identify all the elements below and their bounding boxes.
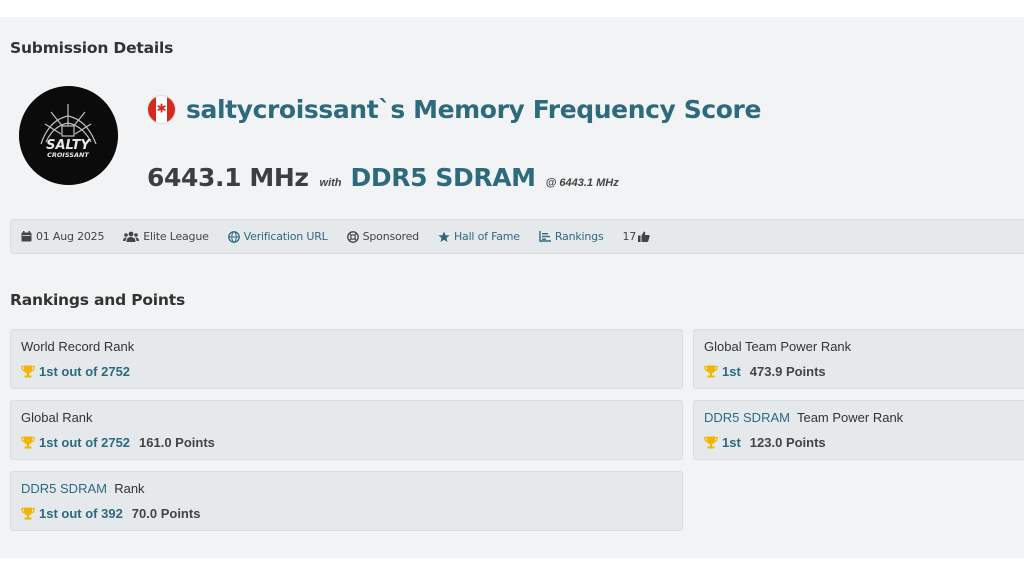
- sponsored-text: Sponsored: [362, 230, 420, 243]
- card-value: 1st out of 2752: [21, 364, 672, 379]
- card-label-text: Rank: [114, 481, 145, 496]
- verification-url-link[interactable]: Verification URL: [227, 230, 328, 243]
- date-item: 01 Aug 2025: [21, 230, 104, 243]
- at-frequency: @ 6443.1 MHz: [545, 177, 619, 189]
- with-label: with: [319, 177, 342, 189]
- salty-croissant-logo: SALTY CROISSANT: [19, 86, 118, 185]
- rank-link[interactable]: 1st out of 2752: [39, 435, 131, 450]
- world-record-rank-card: World Record Rank 1st out of 2752: [10, 329, 683, 389]
- card-label: Global Team Power Rank: [704, 339, 1017, 357]
- hardware-link[interactable]: DDR5 SDRAM: [350, 163, 536, 192]
- hall-of-fame-link[interactable]: Hall of Fame: [438, 230, 520, 243]
- card-value: 1st out of 2752 161.0 Points: [21, 435, 672, 450]
- card-label: Global Rank: [21, 410, 672, 428]
- rankings-text: Rankings: [554, 230, 604, 243]
- likes-item[interactable]: 17: [622, 230, 654, 243]
- users-icon: [123, 231, 140, 242]
- hardware-link[interactable]: DDR5 SDRAM: [21, 481, 107, 496]
- points-value: 473.9 Points: [749, 364, 826, 379]
- calendar-icon: [21, 231, 32, 242]
- score-row: 6443.1 MHz with DDR5 SDRAM @ 6443.1 MHz: [147, 163, 619, 192]
- rank-link[interactable]: 1st out of 2752: [39, 364, 131, 379]
- rank-link[interactable]: 1st out of 392: [39, 506, 123, 521]
- avatar-text-2: CROISSANT: [47, 151, 89, 159]
- section-title-submission: Submission Details: [10, 39, 174, 57]
- global-team-power-rank-card: Global Team Power Rank 1st 473.9 Points: [693, 329, 1024, 389]
- sponsored-icon: [346, 230, 359, 243]
- rankings-link[interactable]: Rankings: [539, 230, 604, 243]
- rank-link[interactable]: 1st: [722, 435, 741, 450]
- info-bar: 01 Aug 2025 Elite League Verification UR…: [10, 219, 1024, 254]
- star-icon: [438, 231, 450, 243]
- trophy-icon: [21, 365, 35, 378]
- card-label: World Record Rank: [21, 339, 672, 357]
- likes-count: 17: [622, 230, 637, 243]
- submission-title-row: ✱ saltycroissant`s Memory Frequency Scor…: [147, 92, 761, 126]
- trophy-icon: [704, 436, 718, 449]
- hall-of-fame-text: Hall of Fame: [453, 230, 520, 243]
- date-text: 01 Aug 2025: [36, 230, 105, 243]
- card-label-text: Global Rank: [21, 410, 93, 425]
- card-label: DDR5 SDRAM Team Power Rank: [704, 410, 1017, 428]
- trophy-icon: [21, 436, 35, 449]
- hardware-team-power-rank-card: DDR5 SDRAM Team Power Rank 1st 123.0 Poi…: [693, 400, 1024, 460]
- submission-panel: Submission Details SALTY CROISSANT ✱ sal…: [0, 17, 1024, 558]
- trophy-icon: [704, 365, 718, 378]
- card-value: 1st out of 392 70.0 Points: [21, 506, 672, 521]
- hardware-rank-card: DDR5 SDRAM Rank 1st out of 392 70.0 Poin…: [10, 471, 683, 531]
- card-label-text: Team Power Rank: [796, 410, 904, 425]
- card-label-text: Global Team Power Rank: [704, 339, 852, 354]
- league-text: Elite League: [143, 230, 209, 243]
- submission-title[interactable]: saltycroissant`s Memory Frequency Score: [186, 94, 762, 124]
- section-title-rankings: Rankings and Points: [10, 291, 185, 309]
- points-value: 70.0 Points: [131, 506, 201, 521]
- rank-link[interactable]: 1st: [722, 364, 741, 379]
- card-value: 1st 473.9 Points: [704, 364, 1017, 379]
- chart-icon: [539, 231, 551, 242]
- sponsored-item: Sponsored: [346, 230, 420, 243]
- globe-icon: [227, 230, 240, 243]
- points-value: 123.0 Points: [749, 435, 826, 450]
- trophy-icon: [21, 507, 35, 520]
- hardware-link[interactable]: DDR5 SDRAM: [704, 410, 790, 425]
- card-label-text: World Record Rank: [21, 339, 135, 354]
- avatar-text-1: SALTY: [46, 138, 91, 153]
- score-value: 6443.1 MHz: [147, 163, 309, 192]
- global-rank-card: Global Rank 1st out of 2752 161.0 Points: [10, 400, 683, 460]
- thumbs-up-icon: [638, 231, 650, 242]
- card-label: DDR5 SDRAM Rank: [21, 481, 672, 499]
- card-value: 1st 123.0 Points: [704, 435, 1017, 450]
- verification-url-text: Verification URL: [243, 230, 328, 243]
- canada-flag-icon: ✱: [147, 94, 176, 124]
- league-item: Elite League: [123, 230, 209, 243]
- avatar[interactable]: SALTY CROISSANT: [19, 86, 118, 185]
- points-value: 161.0 Points: [139, 435, 215, 450]
